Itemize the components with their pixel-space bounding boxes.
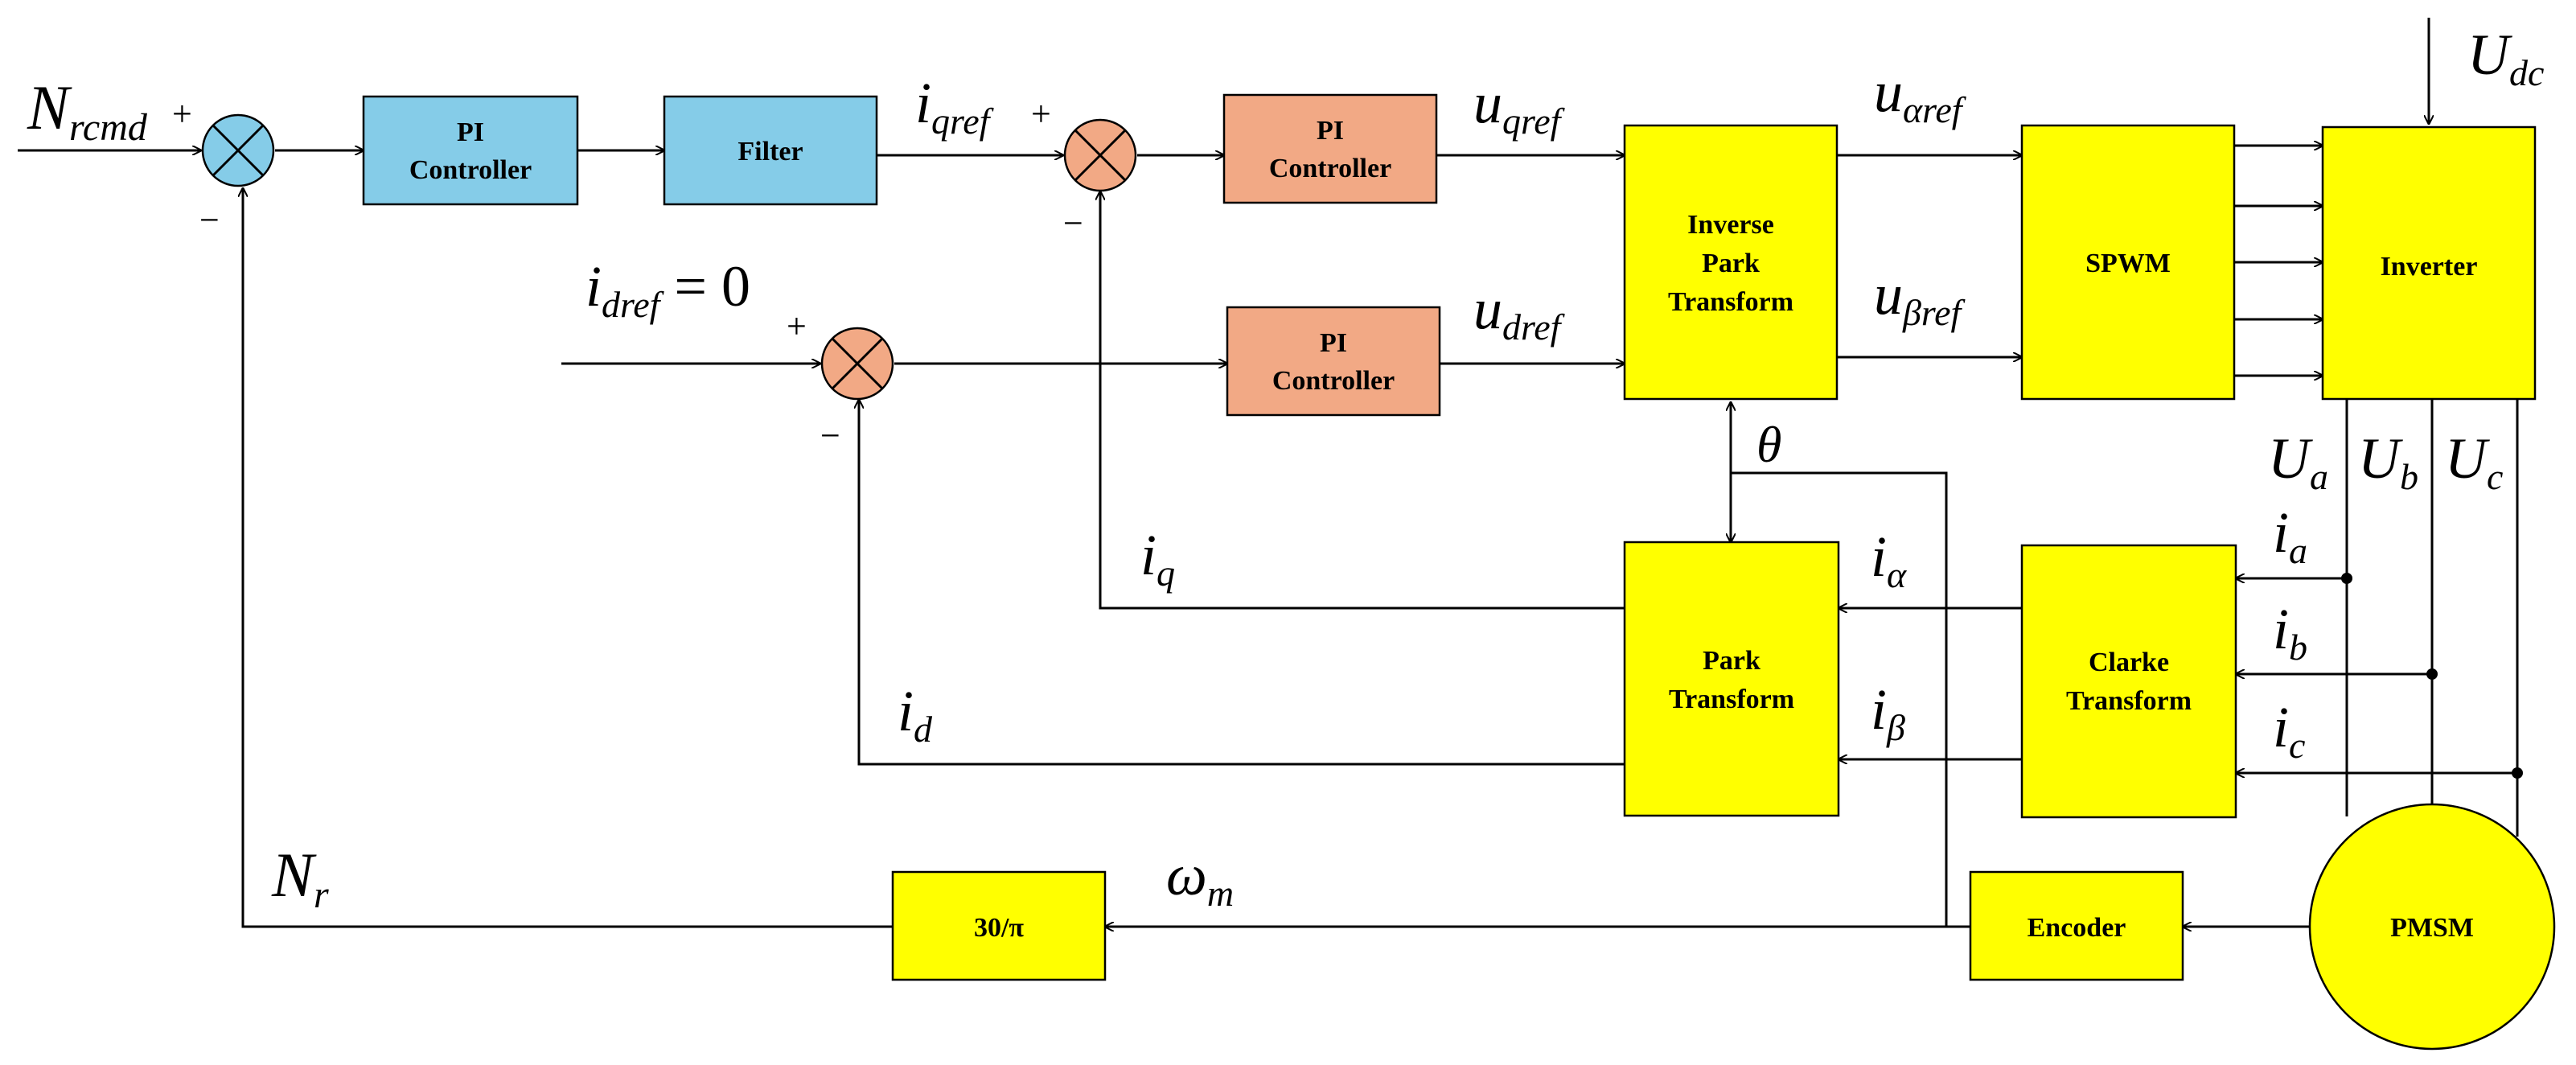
pmsm-label: PMSM (2390, 913, 2474, 943)
wire-nr-feedback (243, 188, 893, 928)
clarke-transform-block: Clarke Transform (2020, 544, 2237, 819)
gain-label: 30/π (974, 913, 1024, 943)
clarke-label-1: Clarke (2089, 648, 2169, 677)
signal-i-alpha: iα (1871, 524, 1907, 595)
sum-junction-q (1063, 118, 1137, 192)
signal-n-rcmd: Nrcmd (27, 72, 148, 149)
q-pi-label-2: Controller (1269, 154, 1391, 183)
signal-i-d: id (898, 679, 933, 750)
d-pi-controller-block: PI Controller (1226, 306, 1441, 417)
park-transform-block: Park Transform (1623, 541, 1840, 817)
inverter-block: Inverter (2321, 125, 2537, 401)
inv-park-label-2: Park (1702, 249, 1760, 278)
filter-block: Filter (663, 95, 878, 206)
q-pi-label-1: PI (1317, 116, 1344, 146)
d-pi-label-2: Controller (1272, 366, 1395, 396)
spwm-label: SPWM (2085, 249, 2171, 278)
signal-u-c: Uc (2445, 426, 2503, 497)
speed-pi-controller-block: PI Controller (362, 95, 579, 206)
signal-i-beta: iβ (1871, 677, 1905, 748)
sum-junction-speed (201, 113, 275, 187)
signal-i-b: ib (2273, 597, 2307, 668)
signal-u-qref: uqref (1473, 71, 1566, 142)
inv-park-label-3: Transform (1668, 287, 1793, 317)
sign-minus-d: − (820, 416, 840, 455)
wire-id-feedback (859, 400, 1625, 766)
d-pi-label-1: PI (1320, 328, 1347, 358)
signal-n-r: Nr (271, 840, 329, 916)
wires (18, 18, 2523, 927)
signal-i-a: ia (2273, 500, 2307, 571)
signal-u-a: Ua (2268, 426, 2328, 497)
signal-i-q: iq (1140, 523, 1175, 594)
wire-iq-feedback (1100, 191, 1625, 610)
signal-u-dc: Udc (2467, 23, 2544, 93)
signal-u-alpha-ref: uαref (1874, 60, 1967, 130)
signal-u-beta-ref: uβref (1874, 262, 1966, 333)
wire-theta-encoder (1731, 471, 1948, 927)
sign-plus-q: + (1031, 94, 1051, 134)
sign-plus-d: + (787, 306, 807, 346)
signal-u-b: Ub (2358, 426, 2418, 497)
sum-junction-d (820, 327, 894, 401)
encoder-block: Encoder (1969, 870, 2184, 981)
sign-minus-q: − (1063, 204, 1083, 243)
signal-i-qref: iqref (915, 71, 995, 142)
signal-i-c: ic (2273, 695, 2305, 766)
gain-30-over-pi-block: 30/π (891, 870, 1107, 981)
signal-theta: θ (1756, 416, 1781, 473)
park-label-2: Transform (1669, 685, 1794, 714)
speed-pi-label-1: PI (457, 117, 484, 147)
inverse-park-transform-block: Inverse Park Transform (1623, 124, 1839, 401)
q-pi-controller-block: PI Controller (1222, 93, 1438, 204)
filter-label: Filter (737, 137, 803, 167)
clarke-label-2: Transform (2066, 686, 2192, 716)
sign-minus-speed: − (199, 200, 220, 240)
encoder-label: Encoder (2028, 913, 2126, 943)
spwm-block: SPWM (2020, 124, 2236, 401)
speed-pi-label-2: Controller (409, 155, 532, 185)
signal-u-dref: udref (1473, 277, 1566, 347)
park-label-1: Park (1703, 646, 1760, 676)
pmsm-motor-block: PMSM (2308, 803, 2556, 1051)
inv-park-label-1: Inverse (1687, 210, 1774, 240)
sign-plus-speed: + (172, 94, 192, 134)
inverter-label: Inverter (2381, 252, 2478, 282)
signal-omega-m: ωm (1166, 843, 1234, 914)
signal-i-dref: idref = 0 (585, 254, 750, 325)
